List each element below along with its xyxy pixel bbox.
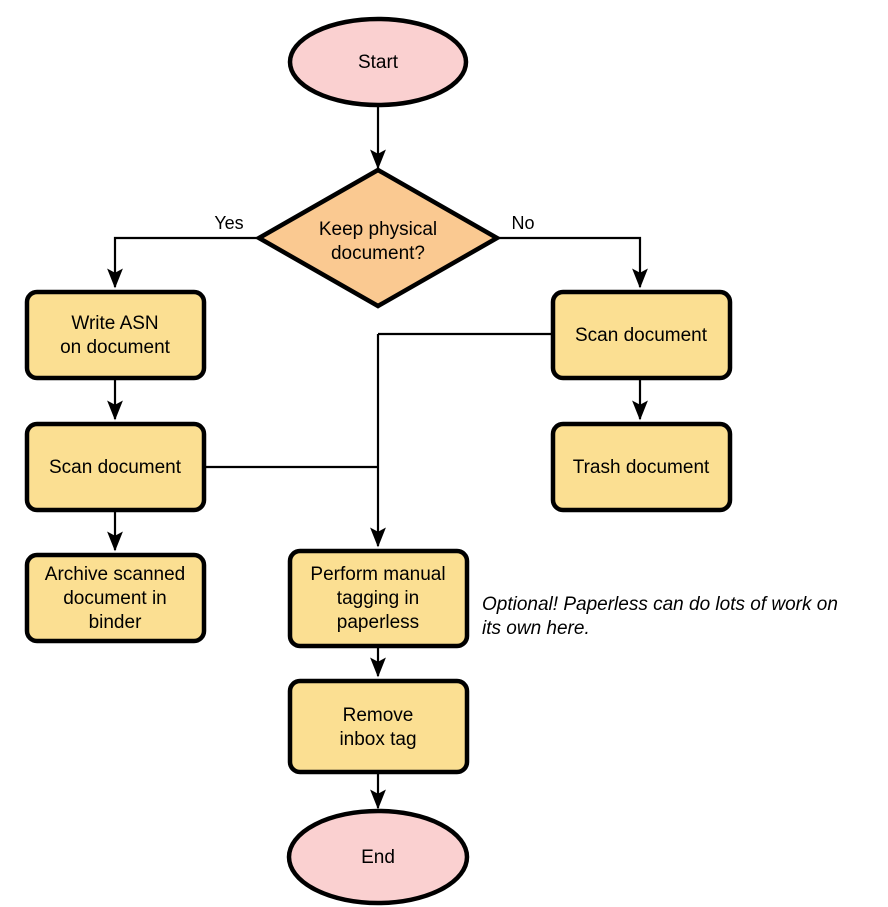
write-asn-box [24, 289, 207, 381]
decision-diamond [254, 167, 502, 309]
trash-label: Trash document [573, 457, 710, 478]
remove-inbox-label-line2: inbox tag [339, 729, 416, 750]
node-write-asn[interactable]: Write ASN on document [24, 289, 207, 381]
edge-label-yes: Yes [214, 213, 243, 233]
remove-inbox-label-line1: Remove [343, 705, 414, 726]
node-archive-scanned-document[interactable]: Archive scanned document in binder [24, 552, 207, 644]
decision-label-line1: Keep physical [319, 219, 437, 240]
end-label: End [361, 847, 395, 868]
edge-decision-no-to-scan-right [496, 236, 648, 289]
write-asn-label-line1: Write ASN [71, 313, 158, 334]
scan-right-box [550, 289, 733, 381]
start-ellipse [287, 16, 469, 108]
annotation-optional-note: Optional! Paperless can do lots of work … [482, 594, 838, 639]
archive-label-line3: binder [89, 612, 142, 633]
edge-label-no: No [511, 213, 534, 233]
tagging-label-line3: paperless [337, 612, 419, 633]
scan-left-label: Scan document [49, 457, 182, 478]
decision-label-line2: document? [331, 243, 425, 264]
node-remove-inbox-tag[interactable]: Remove inbox tag [287, 678, 470, 775]
scan-left-box [24, 421, 207, 513]
tagging-label-line2: tagging in [337, 588, 419, 609]
node-scan-document-left[interactable]: Scan document [24, 421, 207, 513]
node-perform-manual-tagging[interactable]: Perform manual tagging in paperless [287, 548, 470, 649]
archive-label-line1: Archive scanned [45, 564, 185, 585]
node-start[interactable]: Start [287, 16, 469, 108]
archive-box [24, 552, 207, 644]
node-end[interactable]: End [286, 808, 470, 906]
node-trash-document[interactable]: Trash document [550, 421, 733, 513]
trash-box [550, 421, 733, 513]
tagging-label-line1: Perform manual [310, 564, 445, 585]
tagging-box [287, 548, 470, 649]
node-decision-keep-physical-document[interactable]: Keep physical document? [254, 167, 502, 309]
optional-note-line1: Optional! Paperless can do lots of work … [482, 594, 838, 615]
end-ellipse [286, 808, 470, 906]
write-asn-label-line2: on document [60, 337, 171, 358]
start-label: Start [358, 52, 399, 73]
scan-right-label: Scan document [575, 325, 708, 346]
node-scan-document-right[interactable]: Scan document [550, 289, 733, 381]
optional-note-line2: its own here. [482, 618, 590, 639]
remove-inbox-box [287, 678, 470, 775]
archive-label-line2: document in [63, 588, 167, 609]
edge-decision-yes-to-write-asn [107, 236, 260, 289]
